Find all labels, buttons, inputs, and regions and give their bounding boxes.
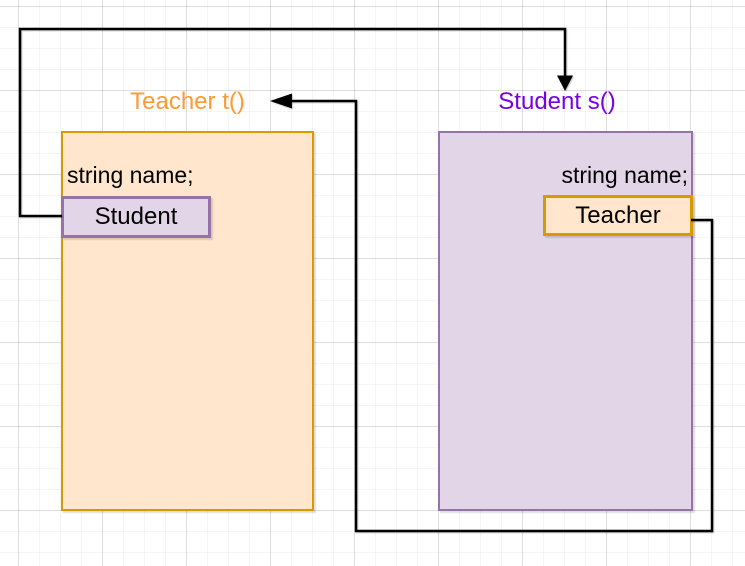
student-member-box[interactable]: Student	[61, 196, 211, 238]
student-object-box[interactable]	[438, 131, 693, 511]
teacher-member-box[interactable]: Teacher	[543, 195, 693, 236]
teacher-object-box[interactable]	[61, 131, 314, 511]
teacher-object-title[interactable]: Teacher t()	[130, 88, 245, 115]
arrow-student-member-to-student-object[interactable]	[18, 27, 573, 218]
student-object-title[interactable]: Student s()	[498, 88, 616, 115]
student-field-declaration: string name;	[561, 162, 688, 188]
arrowhead-down-icon	[557, 75, 573, 91]
arrow-teacher-member-to-teacher-object[interactable]	[270, 93, 714, 533]
teacher-field-declaration: string name;	[67, 162, 194, 188]
teacher-member-label: Teacher	[575, 201, 661, 229]
arrowhead-left-icon	[270, 93, 292, 109]
student-member-label: Student	[94, 203, 178, 230]
